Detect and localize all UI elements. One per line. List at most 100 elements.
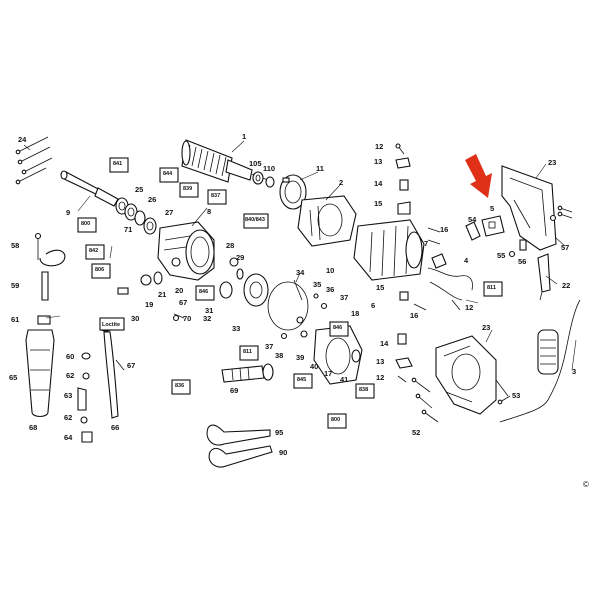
label-24: 24 — [18, 135, 27, 144]
svg-text:845: 845 — [297, 377, 306, 383]
label-6: 6 — [371, 301, 375, 310]
label-67-low: 67 — [127, 361, 135, 370]
label-62-low: 62 — [64, 413, 72, 422]
copyright-mark: © — [583, 480, 589, 489]
label-12-top: 12 — [375, 142, 383, 151]
label-70: 70 — [183, 314, 191, 323]
label-7-top: 7 — [424, 239, 428, 248]
svg-text:800: 800 — [81, 221, 90, 227]
label-26: 26 — [148, 195, 156, 204]
tag-840-843: 840/843 — [243, 213, 269, 229]
label-27: 27 — [165, 208, 173, 217]
label-3: 3 — [572, 367, 576, 376]
label-16-top: 16 — [440, 225, 448, 234]
label-23-low: 23 — [482, 323, 490, 332]
label-28: 28 — [226, 241, 234, 250]
side-handle-clamp-59 — [34, 232, 66, 325]
label-1: 1 — [242, 132, 246, 141]
rear-handle-23 — [501, 165, 557, 251]
label-14-top: 14 — [374, 179, 383, 188]
svg-text:840/843: 840/843 — [245, 217, 265, 223]
label-71: 71 — [124, 225, 132, 234]
label-15-top: 15 — [374, 199, 382, 208]
svg-text:844: 844 — [163, 171, 173, 177]
label-61: 61 — [11, 315, 19, 324]
tag-839: 839 — [179, 182, 199, 198]
wrenches-95-90 — [206, 424, 273, 468]
tag-811-low: 811 — [239, 345, 259, 361]
svg-text:841: 841 — [113, 161, 122, 167]
tag-842: 842 — [85, 244, 105, 260]
label-23-top: 23 — [548, 158, 556, 167]
label-15-mid: 15 — [376, 283, 384, 292]
parts-55-56 — [508, 239, 527, 258]
label-13-low: 13 — [376, 357, 384, 366]
label-19: 19 — [145, 300, 153, 309]
washer-41 — [351, 349, 361, 363]
label-14-low: 14 — [380, 339, 389, 348]
screws-24 — [15, 136, 53, 185]
svg-text:838: 838 — [359, 387, 368, 393]
shaft-69 — [221, 363, 274, 383]
cable-guard-22 — [537, 253, 551, 301]
tag-800-top: 800 — [77, 217, 97, 233]
tag-845: 845 — [293, 373, 313, 389]
label-105: 105 — [249, 159, 262, 168]
screws-52 — [411, 377, 439, 423]
label-52: 52 — [412, 428, 420, 437]
label-69: 69 — [230, 386, 238, 395]
label-8: 8 — [207, 207, 211, 216]
part-labels: 24 1 105 110 11 12 13 23 25 26 27 9 8 71… — [9, 132, 576, 457]
label-59: 59 — [11, 281, 19, 290]
label-65: 65 — [9, 373, 17, 382]
label-9: 9 — [66, 208, 70, 217]
tag-806: 806 — [91, 263, 111, 279]
label-95: 95 — [275, 428, 283, 437]
tag-846-low: 846 — [329, 321, 349, 337]
depth-rod-66 — [99, 324, 119, 419]
label-33: 33 — [232, 324, 240, 333]
label-36: 36 — [326, 285, 334, 294]
label-32: 32 — [203, 314, 211, 323]
parts-19-21-30 — [117, 271, 163, 295]
label-16-mid: 16 — [410, 311, 418, 320]
label-29: 29 — [236, 253, 244, 262]
label-66: 66 — [111, 423, 119, 432]
label-12-mid: 12 — [465, 303, 473, 312]
gears-31-32 — [219, 273, 269, 307]
label-22: 22 — [562, 281, 570, 290]
service-tags: 841 844 839 837 800 842 840/843 806 846 … — [77, 157, 503, 429]
svg-text:836: 836 — [175, 383, 184, 389]
label-2: 2 — [339, 178, 343, 187]
tag-838: 838 — [355, 383, 375, 399]
label-64: 64 — [64, 433, 73, 442]
svg-text:800: 800 — [331, 417, 340, 423]
svg-text:839: 839 — [183, 186, 192, 192]
o-ring-33 — [267, 281, 309, 331]
label-58: 58 — [11, 241, 19, 250]
label-39: 39 — [296, 353, 304, 362]
label-60: 60 — [66, 352, 74, 361]
brush-ring-11 — [279, 174, 307, 210]
label-12-low: 12 — [376, 373, 384, 382]
highlight-arrow — [465, 154, 492, 198]
armature-1 — [181, 139, 269, 183]
label-68: 68 — [29, 423, 37, 432]
cable-3 — [499, 299, 581, 423]
label-53: 53 — [512, 391, 520, 400]
side-handle-65 — [25, 329, 55, 418]
label-31: 31 — [205, 306, 213, 315]
svg-text:806: 806 — [95, 267, 104, 273]
label-30: 30 — [131, 314, 139, 323]
label-13-top: 13 — [374, 157, 382, 166]
label-38: 38 — [275, 351, 283, 360]
label-63: 63 — [64, 391, 72, 400]
label-17: 17 — [324, 369, 332, 378]
label-110: 110 — [263, 164, 275, 173]
label-20: 20 — [175, 286, 183, 295]
small-parts-top — [395, 143, 441, 245]
label-56: 56 — [518, 257, 526, 266]
small-parts-mid — [399, 291, 461, 311]
tag-836: 836 — [171, 379, 191, 395]
gear-case-17 — [300, 325, 363, 385]
